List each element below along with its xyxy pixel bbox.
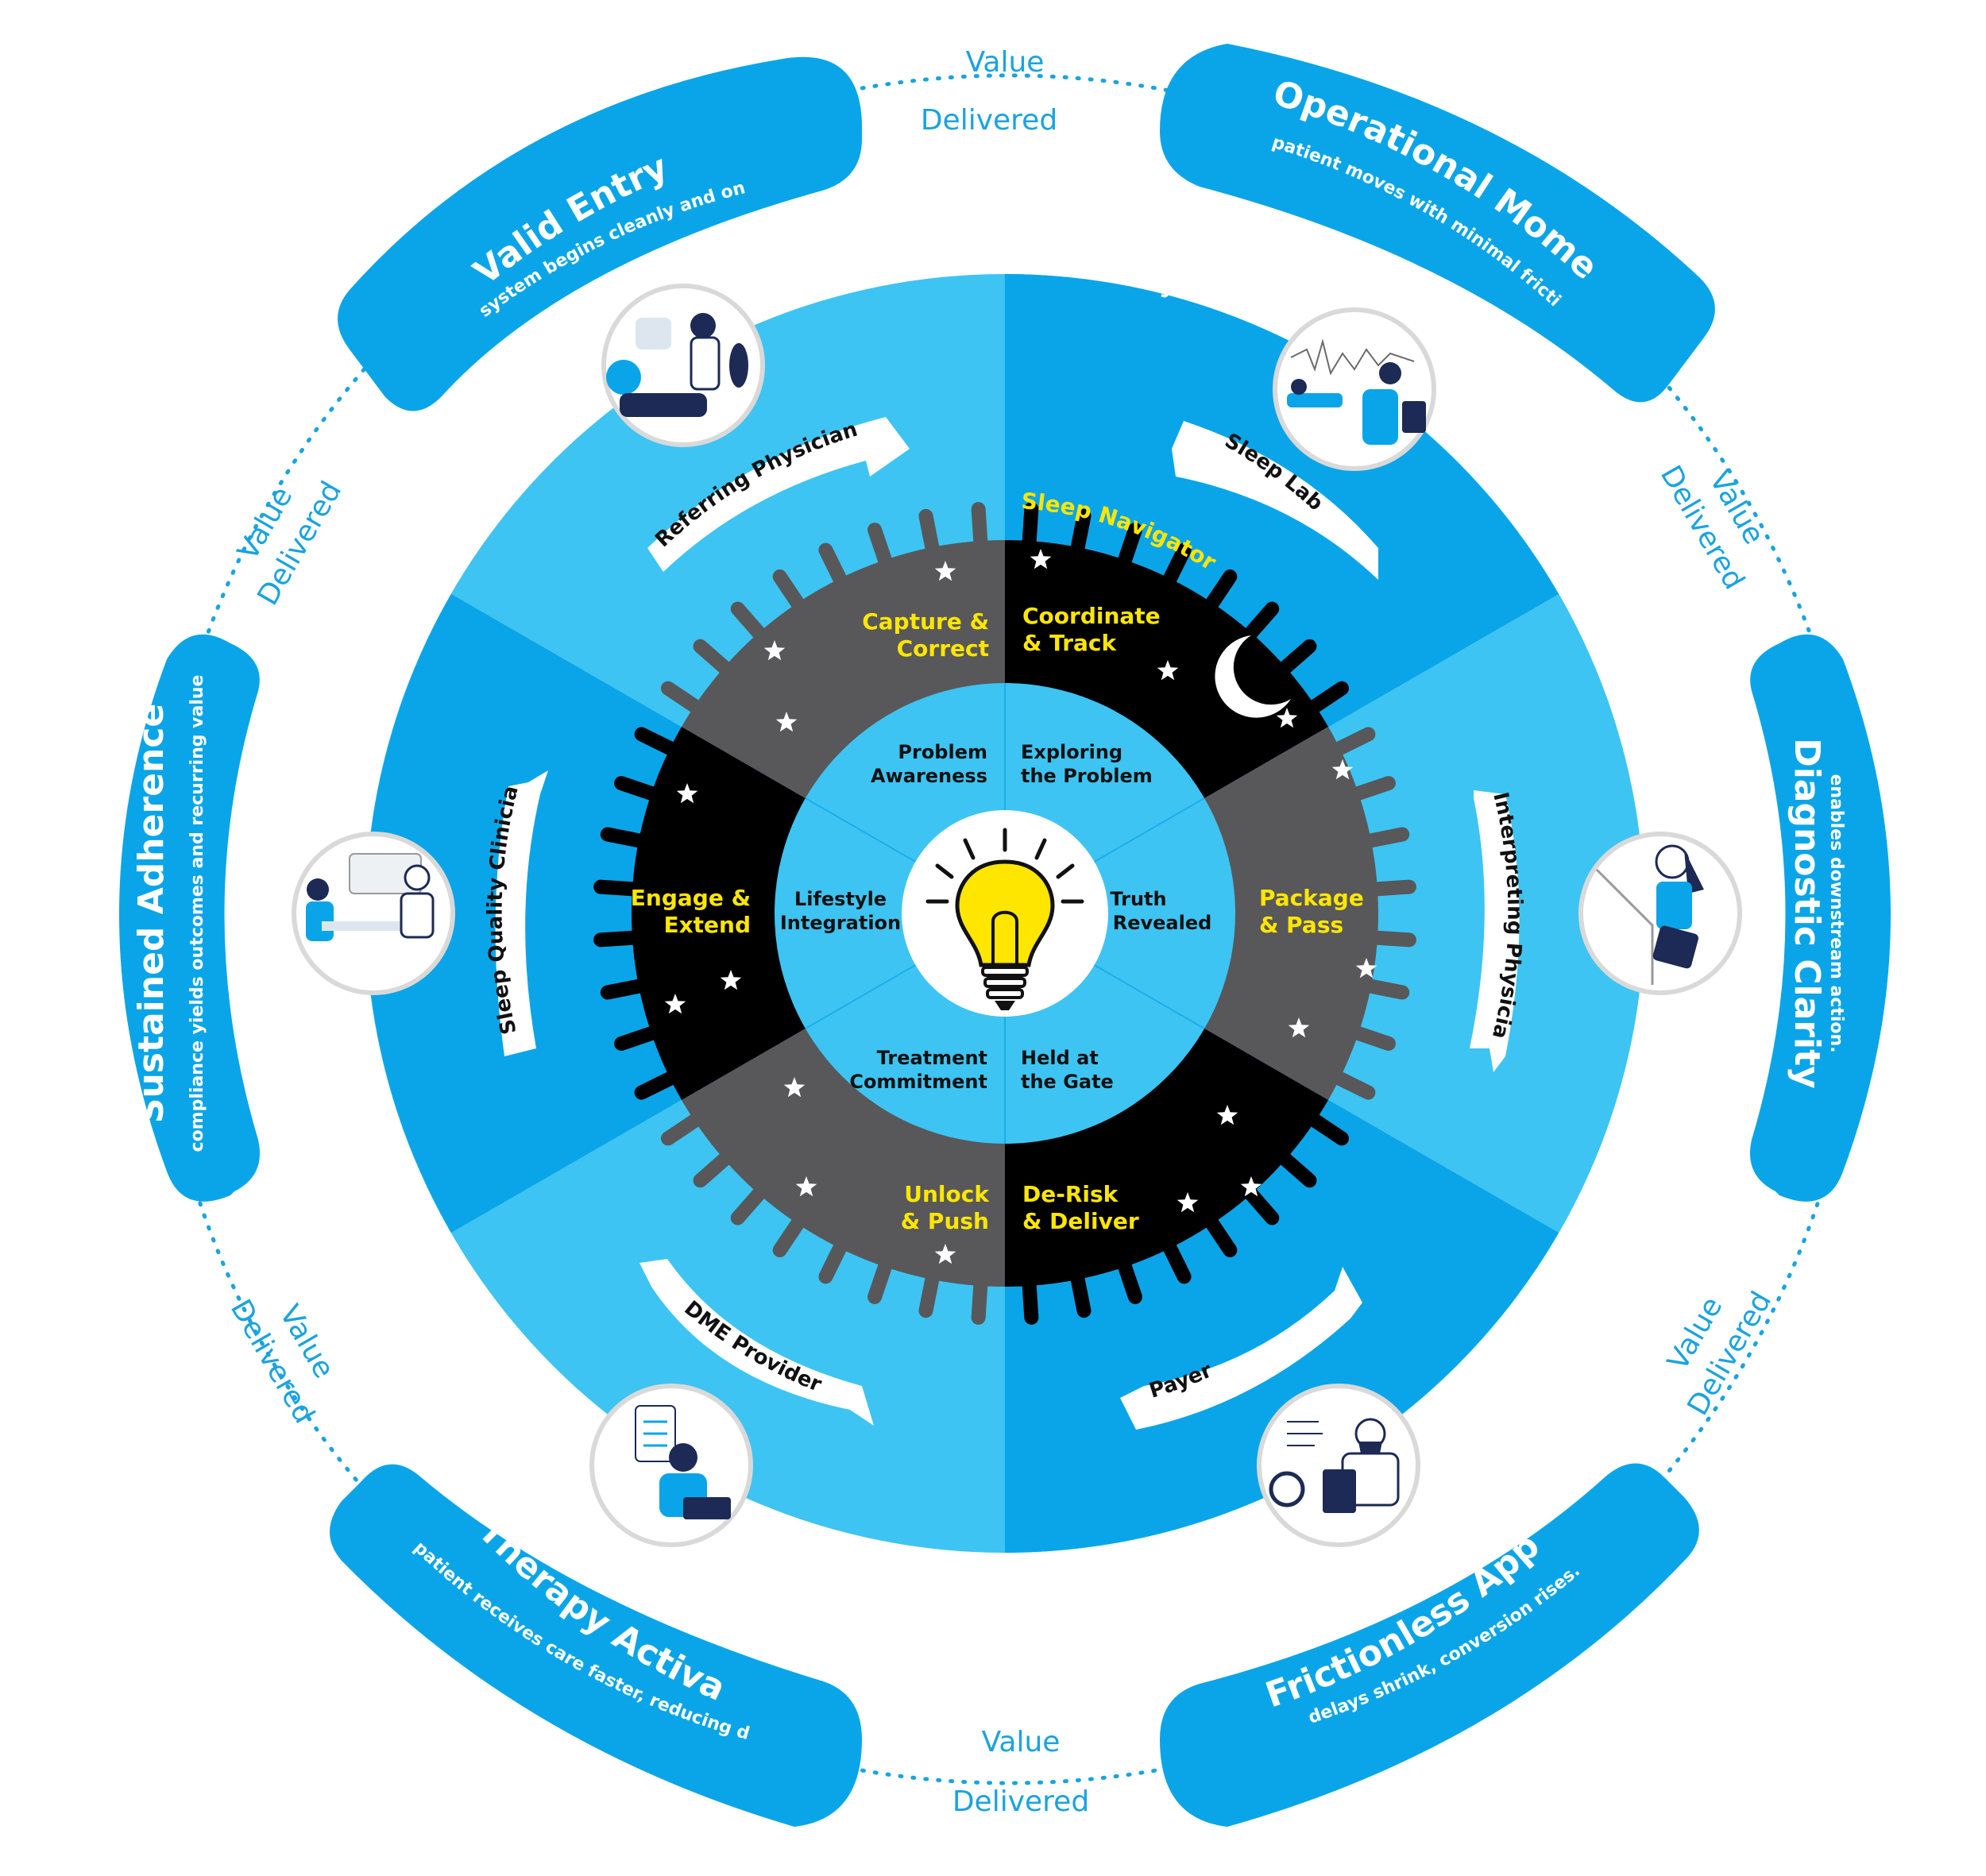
payer-illustration [1257, 1384, 1420, 1547]
value-delivered-upper-right: ValueDelivered [1654, 440, 1785, 595]
sleep-quality-clinician-banner [495, 770, 548, 1056]
crescent-moon-icon [1215, 635, 1291, 718]
derisk-deliver-label: De-Risk& Deliver [1022, 1181, 1139, 1234]
capture-correct-label: Capture &Correct [862, 608, 989, 662]
dme-provider-illustration [589, 1384, 753, 1547]
star-icon [934, 561, 956, 581]
star-icon [763, 640, 786, 661]
star-icon [1331, 759, 1354, 780]
star-icon [795, 1176, 817, 1197]
stakeholder-illustrations [292, 284, 1742, 1547]
valid-entry-box [338, 56, 862, 411]
sustained-adherence-subtitle: compliance yields outcomes and recurring… [187, 675, 207, 1152]
lightbulb-icon [902, 810, 1108, 1017]
coordinate-track-label: Coordinate& Track [1022, 603, 1161, 656]
star-icon [775, 712, 798, 732]
star-icon [1276, 708, 1298, 728]
package-pass-label: Package& Pass [1259, 885, 1364, 938]
gear-labels: Capture &Correct Coordinate& Track Packa… [631, 488, 1364, 1234]
engage-extend-label: Engage &Extend [631, 885, 751, 938]
operational-momentum-box [1160, 44, 1715, 403]
diagnostic-clarity-title: Diagnostic Clarity [1787, 738, 1827, 1089]
star-icon [934, 1244, 956, 1264]
sustained-adherence-box [119, 634, 260, 1202]
value-delivered-lower-right: ValueDelivered [1647, 1266, 1778, 1421]
interpreting-physician-banner [1470, 790, 1520, 1072]
interpreting-physician-illustration [1578, 832, 1742, 995]
star-icon [664, 994, 686, 1014]
star-field [664, 549, 1377, 1264]
star-icon [1288, 1017, 1310, 1038]
sleep-quality-clinician-illustration [292, 832, 455, 995]
frictionless-approval-box [1160, 1463, 1699, 1827]
star-icon [1240, 1176, 1262, 1197]
star-icon [783, 1077, 806, 1098]
star-icon [1030, 549, 1052, 569]
diagnostic-clarity-box [1750, 634, 1891, 1202]
value-delivered-upper-left: ValueDelivered [217, 456, 348, 611]
sustained-adherence-title: Sustained Adherence [131, 704, 172, 1124]
star-icon [1177, 1192, 1199, 1213]
dme-provider-banner [639, 1259, 874, 1426]
value-delivered-lower-left: ValueDelivered [224, 1274, 355, 1429]
sleep-lab-banner [1172, 421, 1378, 580]
star-icon [1157, 660, 1179, 681]
outer-outcome-boxes [119, 44, 1891, 1827]
diagnostic-clarity-subtitle: enables downstream action. [1826, 774, 1846, 1052]
star-icon [720, 970, 742, 990]
therapy-activation-box [330, 1464, 862, 1827]
sleep-lab-illustration [1273, 307, 1436, 471]
star-icon [1355, 958, 1377, 979]
unlock-push-label: Unlock& Push [901, 1181, 991, 1234]
star-icon [1216, 1105, 1238, 1125]
star-icon [676, 783, 698, 804]
payer-banner [1120, 1267, 1362, 1430]
referring-physician-illustration [601, 284, 765, 447]
referring-physician-banner [647, 401, 910, 572]
